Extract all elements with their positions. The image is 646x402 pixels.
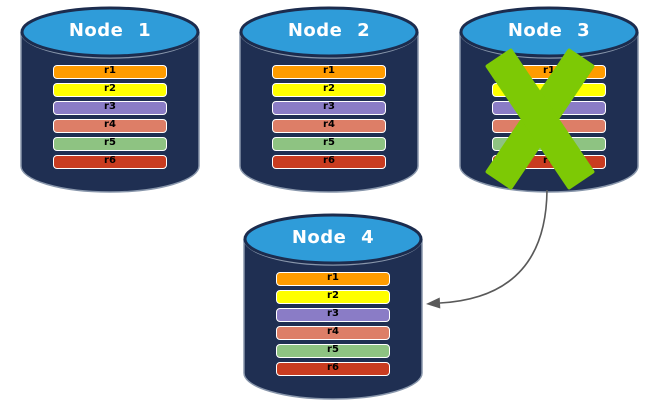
replica-row-r5: r5 bbox=[53, 137, 167, 151]
replica-row-r2: r2 bbox=[272, 83, 386, 97]
failover-arrow bbox=[426, 189, 548, 309]
replica-rows: r1 r2 r3 r4 r5 r6 bbox=[276, 272, 390, 380]
replica-row-r3: r3 bbox=[272, 101, 386, 115]
replica-rows: r1 r2 r3 r4 r5 r6 bbox=[53, 65, 167, 173]
replica-row-r5: r5 bbox=[276, 344, 390, 358]
arrow-curve bbox=[439, 189, 548, 304]
replica-rows: r1 r2 r3 r4 r5 r6 bbox=[272, 65, 386, 173]
replica-row-r6: r6 bbox=[272, 155, 386, 169]
node-1-cylinder: Node 1 r1 r2 r3 r4 r5 r6 bbox=[20, 5, 200, 193]
replica-row-r4: r4 bbox=[272, 119, 386, 133]
replica-row-r6: r6 bbox=[492, 155, 606, 169]
replica-row-r5: r5 bbox=[492, 137, 606, 151]
node-2-cylinder: Node 2 r1 r2 r3 r4 r5 r6 bbox=[239, 5, 419, 193]
node-4-cylinder: Node 4 r1 r2 r3 r4 r5 r6 bbox=[243, 212, 423, 400]
replica-row-r6: r6 bbox=[276, 362, 390, 376]
replica-row-r1: r1 bbox=[492, 65, 606, 79]
replica-rows: r1 r2 r3 r4 r5 r6 bbox=[492, 65, 606, 173]
replica-row-r1: r1 bbox=[276, 272, 390, 286]
replica-row-r6: r6 bbox=[53, 155, 167, 169]
replica-row-r3: r3 bbox=[492, 101, 606, 115]
replica-row-r2: r2 bbox=[276, 290, 390, 304]
arrowhead-icon bbox=[426, 297, 441, 309]
node-label: Node 3 bbox=[507, 20, 591, 41]
node-label: Node 4 bbox=[291, 227, 375, 248]
replica-row-r2: r2 bbox=[492, 83, 606, 97]
replica-row-r2: r2 bbox=[53, 83, 167, 97]
cylinder-top bbox=[239, 6, 419, 58]
replica-row-r3: r3 bbox=[53, 101, 167, 115]
replica-row-r5: r5 bbox=[272, 137, 386, 151]
replica-row-r1: r1 bbox=[53, 65, 167, 79]
replica-row-r4: r4 bbox=[53, 119, 167, 133]
node-label: Node 1 bbox=[68, 20, 152, 41]
node-label: Node 2 bbox=[287, 20, 371, 41]
replica-row-r3: r3 bbox=[276, 308, 390, 322]
cylinder-top bbox=[243, 213, 423, 265]
replica-row-r4: r4 bbox=[276, 326, 390, 340]
node-3-cylinder: Node 3 r1 r2 r3 r4 r5 r6 bbox=[459, 5, 639, 193]
replica-row-r1: r1 bbox=[272, 65, 386, 79]
cylinder-top bbox=[20, 6, 200, 58]
replica-row-r4: r4 bbox=[492, 119, 606, 133]
